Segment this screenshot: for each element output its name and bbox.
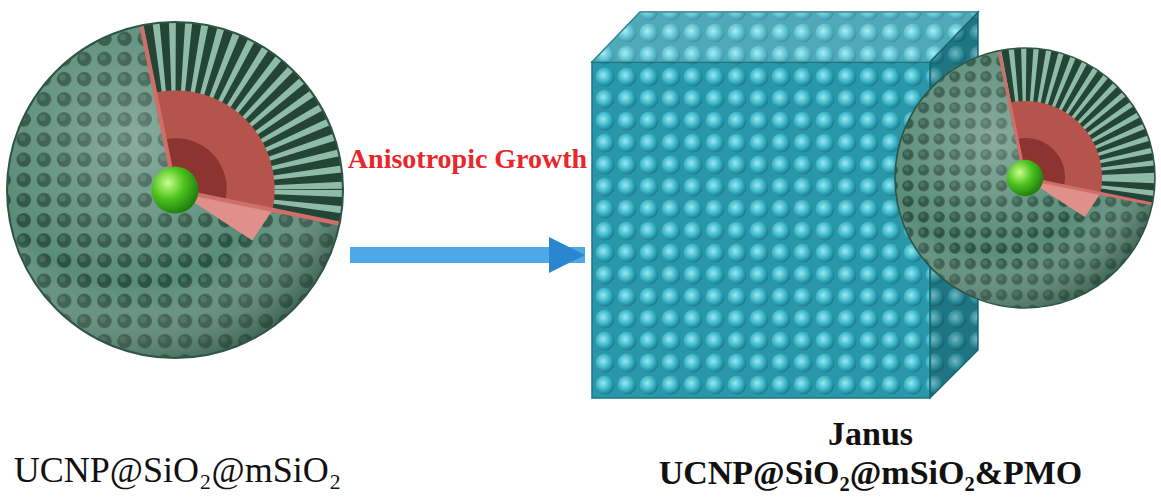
- growth-arrow: [350, 247, 585, 263]
- caption-text: Janus: [828, 414, 913, 453]
- figure-node: JanusUCNP@SiO₂@mSiO₂&PMO: [585, 4, 1156, 496]
- caption-text: UCNP@SiO₂@mSiO₂&PMO: [659, 453, 1083, 492]
- edge-label: Anisotropic Growth: [348, 143, 587, 175]
- figure-node: UCNP@SiO₂@mSiO₂: [5, 8, 350, 495]
- caption-text: UCNP@SiO₂@mSiO₂: [14, 450, 341, 491]
